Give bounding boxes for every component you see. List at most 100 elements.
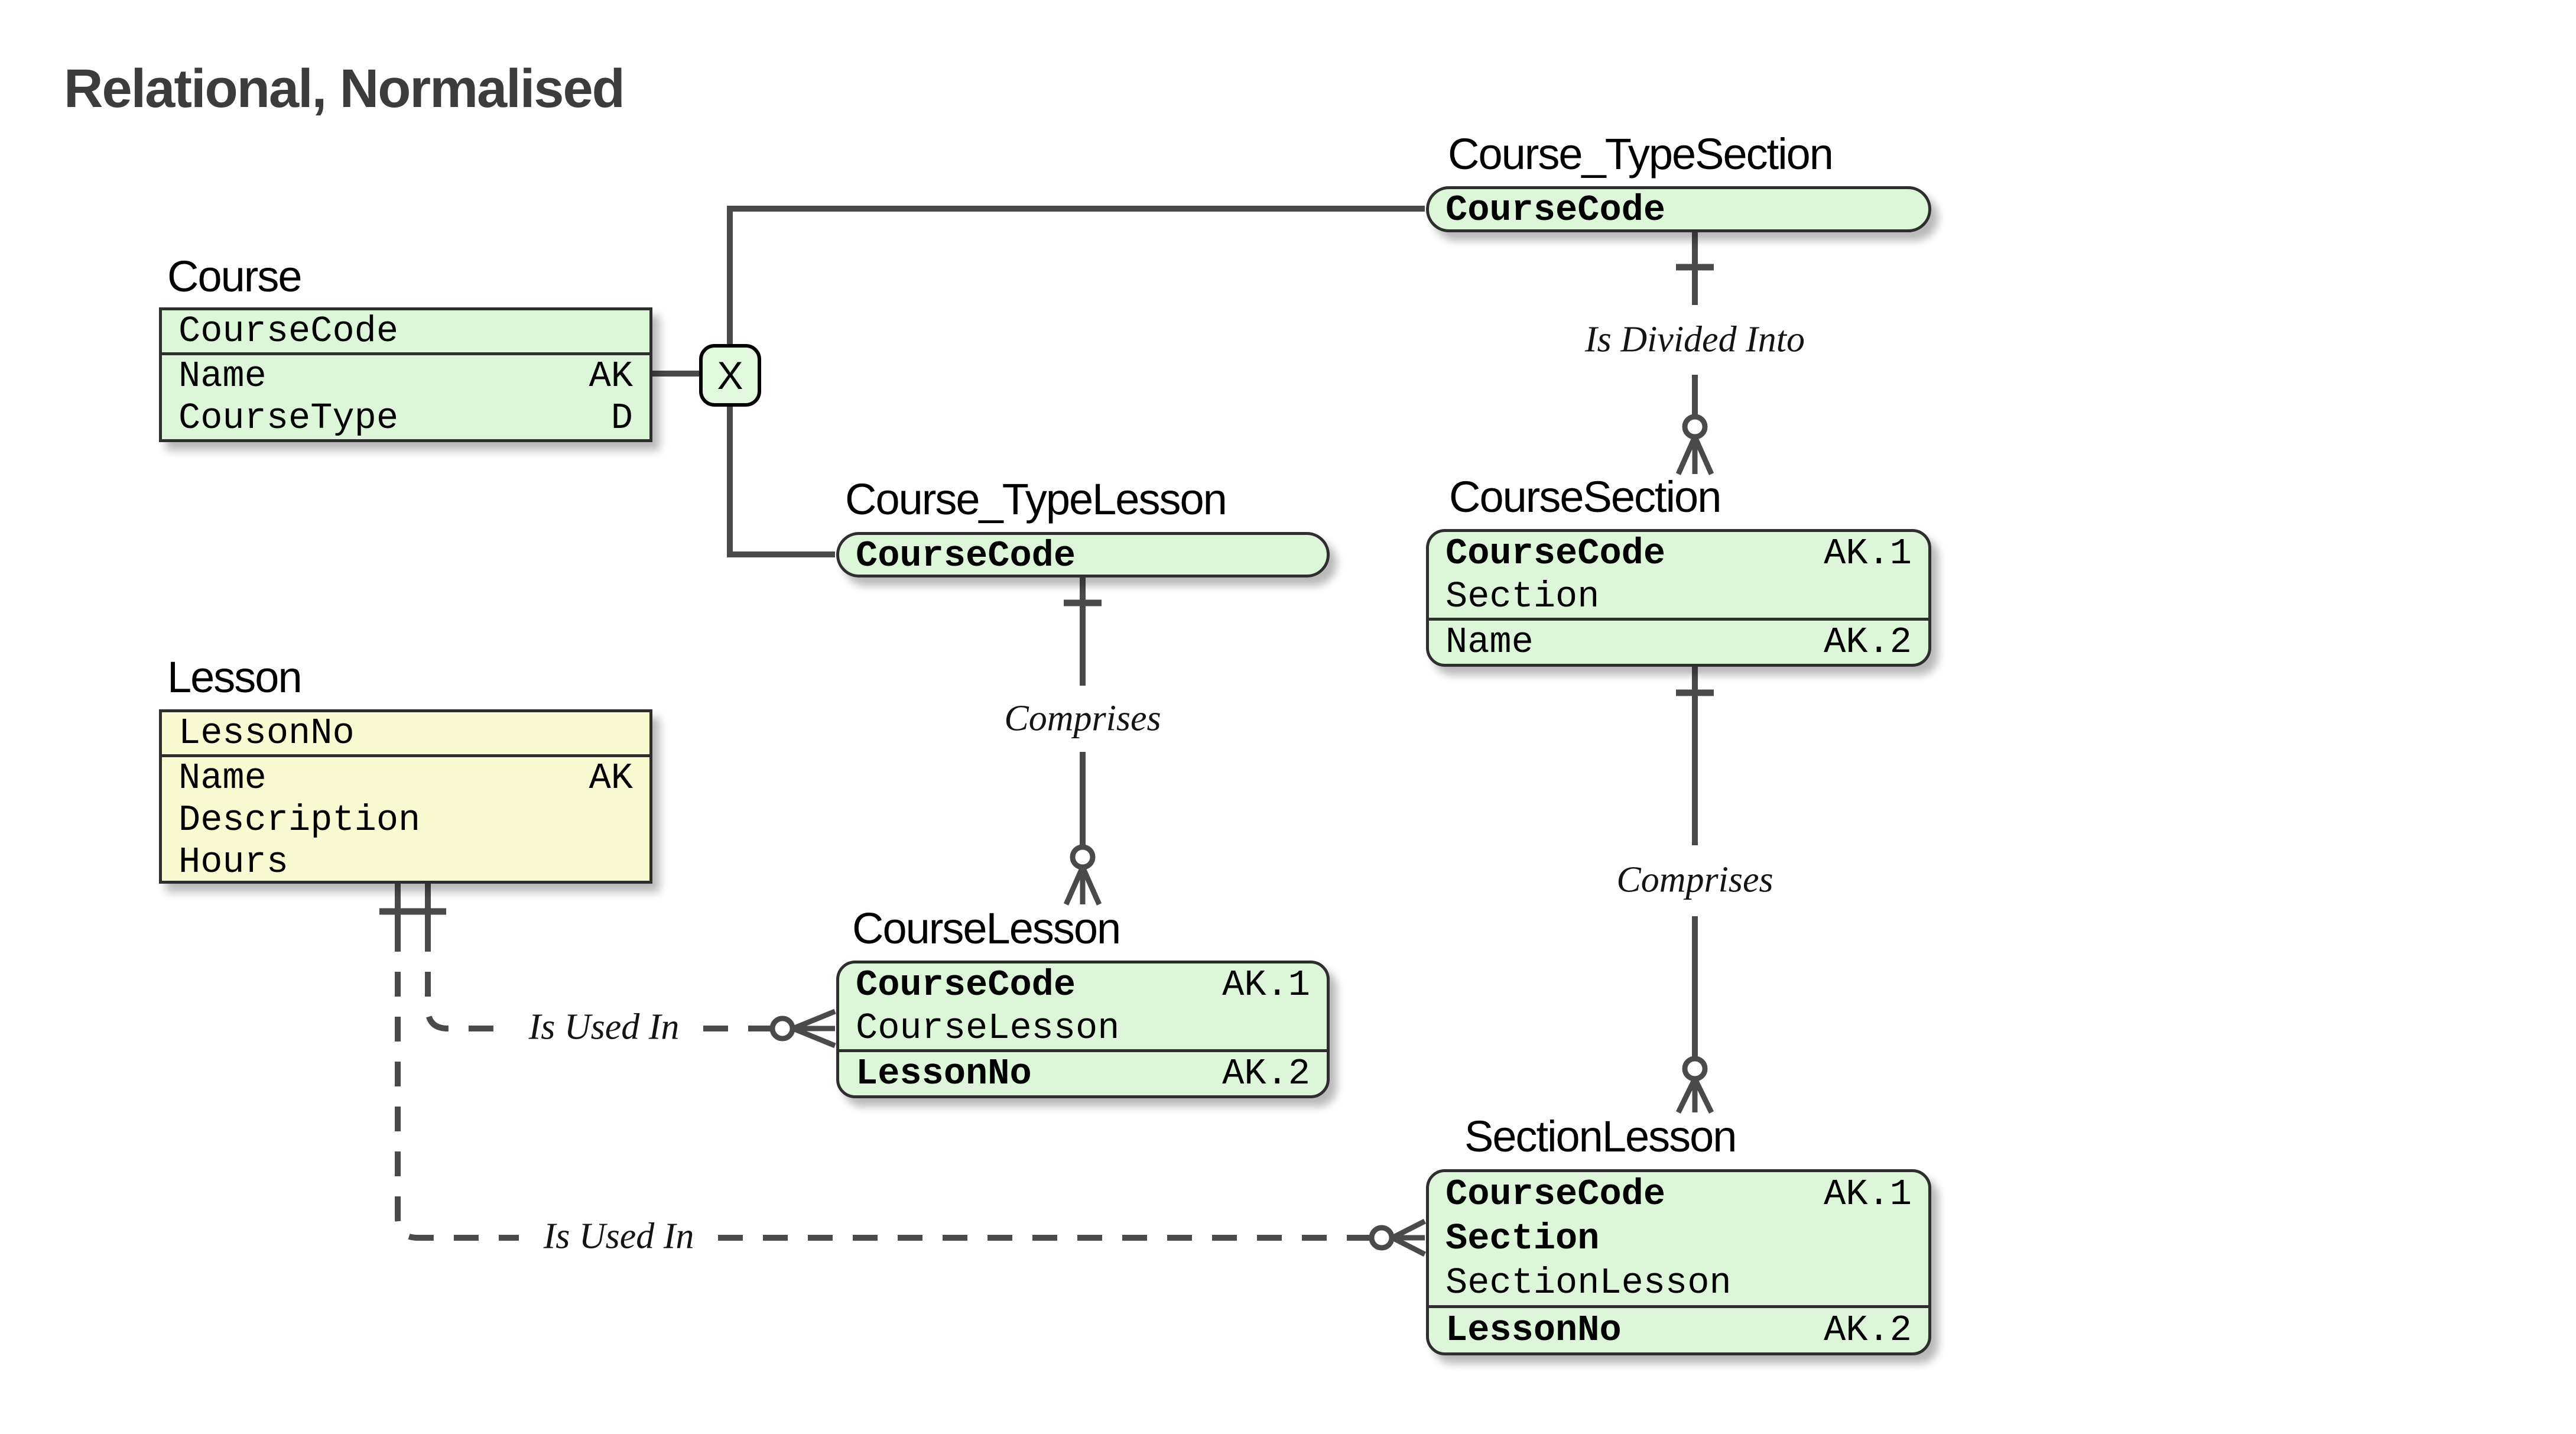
pk-compartment: CourseCode xyxy=(1429,189,1928,231)
pk-compartment: CourseCode AK.1 CourseLesson xyxy=(839,963,1327,1049)
cardinality-zero-circle xyxy=(1682,414,1708,440)
relationship-is-used-in-upper xyxy=(425,927,770,1031)
entity-sectionlesson[interactable]: CourseCode AK.1 Section SectionLesson Le… xyxy=(1426,1169,1931,1355)
relationship-is-used-in-lower xyxy=(395,927,1369,1241)
entity-title-sectionlesson: SectionLesson xyxy=(1464,1112,1737,1161)
entity-course-typelesson[interactable]: CourseCode xyxy=(836,532,1330,578)
attribute-name: CourseCode xyxy=(856,963,1076,1006)
attribute-name: Name xyxy=(178,355,267,397)
attribute-row: LessonNo xyxy=(162,712,649,754)
attribute-name: SectionLesson xyxy=(1445,1262,1732,1304)
attribute-name: Hours xyxy=(178,841,289,883)
attribute-row: CourseCode xyxy=(839,535,1327,577)
relationship-line xyxy=(395,884,431,927)
pk-compartment: CourseCode xyxy=(839,535,1327,577)
connector-x-to-course-typelesson xyxy=(727,407,835,557)
attribute-tag: AK xyxy=(589,355,633,397)
attribute-row: Hours xyxy=(162,841,649,883)
attribute-row: CourseCode AK.1 xyxy=(839,963,1327,1007)
relationship-line-dashed xyxy=(395,927,519,1241)
attribute-row: CourseCode AK.1 xyxy=(1429,532,1928,575)
attribute-tag: AK.2 xyxy=(1222,1053,1310,1095)
attribute-name: CourseCode xyxy=(178,310,399,352)
crow-foot-many xyxy=(792,1008,836,1049)
attribute-tag: AK.1 xyxy=(1824,1173,1912,1215)
relationship-comprises-right xyxy=(1675,667,1714,1114)
attribute-row: LessonNo AK.2 xyxy=(1429,1308,1928,1352)
relationship-label-is-used-in-upper: Is Used In xyxy=(518,1005,690,1050)
attribute-row: LessonNo AK.2 xyxy=(839,1052,1327,1095)
attribute-row: Section xyxy=(1429,575,1928,618)
attribute-row: Section xyxy=(1429,1216,1928,1261)
attribute-name: CourseCode xyxy=(856,535,1076,577)
relationship-label-is-used-in-lower: Is Used In xyxy=(532,1214,705,1259)
entity-lesson[interactable]: LessonNo Name AK Description Hours xyxy=(159,709,652,884)
attribute-tag: AK.2 xyxy=(1824,621,1912,664)
pk-compartment: CourseCode AK.1 Section SectionLesson xyxy=(1429,1172,1928,1305)
relationship-label-comprises-left: Comprises xyxy=(993,696,1172,741)
attribute-name: CourseCode xyxy=(1445,532,1666,575)
cardinality-zero-circle xyxy=(1369,1225,1395,1251)
attribute-name: Section xyxy=(1445,1218,1600,1260)
attribute-row: Name AK.2 xyxy=(1429,621,1928,664)
attribute-row: Name AK xyxy=(162,355,649,397)
attribute-name: CourseType xyxy=(178,397,399,439)
cardinality-zero-circle xyxy=(769,1016,795,1042)
attribute-name: Section xyxy=(1445,575,1600,618)
entity-title-coursesection: CourseSection xyxy=(1449,472,1721,521)
attribute-name: CourseCode xyxy=(1445,1173,1666,1215)
relationship-is-used-in-lower-end xyxy=(1369,1218,1427,1257)
attr-compartment: LessonNo AK.2 xyxy=(1429,1305,1928,1352)
pk-compartment: CourseCode xyxy=(162,310,649,352)
attribute-row: CourseType D xyxy=(162,397,649,439)
crow-foot-many xyxy=(1391,1218,1427,1257)
attribute-row: CourseCode xyxy=(162,310,649,352)
attr-compartment: Name AK Description Hours xyxy=(162,754,649,883)
attribute-row: SectionLesson xyxy=(1429,1261,1928,1305)
entity-coursesection[interactable]: CourseCode AK.1 Section Name AK.2 xyxy=(1426,529,1931,667)
crow-foot-many xyxy=(1675,436,1714,475)
attr-compartment: Name AK.2 xyxy=(1429,618,1928,664)
attribute-row: CourseCode xyxy=(1429,189,1928,231)
attribute-tag: AK.2 xyxy=(1824,1309,1912,1351)
entity-title-course: Course xyxy=(167,252,303,301)
relationship-label-comprises-right: Comprises xyxy=(1606,858,1784,903)
attribute-row: CourseLesson xyxy=(839,1007,1327,1050)
attribute-row: Description xyxy=(162,799,649,841)
attribute-name: LessonNo xyxy=(1445,1309,1622,1351)
entity-course[interactable]: CourseCode Name AK CourseType D xyxy=(159,307,652,442)
attribute-row: Name AK xyxy=(162,757,649,799)
attr-compartment: LessonNo AK.2 xyxy=(839,1049,1327,1095)
pk-compartment: CourseCode AK.1 Section xyxy=(1429,532,1928,618)
attribute-name: LessonNo xyxy=(178,712,355,754)
entity-title-courselesson: CourseLesson xyxy=(852,904,1121,953)
entity-title-course-typesection: Course_TypeSection xyxy=(1448,129,1834,179)
attribute-tag: AK.1 xyxy=(1222,963,1310,1006)
entity-title-lesson: Lesson xyxy=(167,653,303,702)
cardinality-zero-circle xyxy=(1682,1056,1708,1082)
attribute-name: Name xyxy=(1445,621,1534,664)
cardinality-zero-circle xyxy=(1070,844,1096,870)
relationship-is-divided-into xyxy=(1675,232,1714,475)
entity-course-typesection[interactable]: CourseCode xyxy=(1426,186,1931,232)
attribute-row: CourseCode AK.1 xyxy=(1429,1172,1928,1216)
attribute-name: Name xyxy=(178,757,267,799)
attribute-name: Description xyxy=(178,799,421,841)
attr-compartment: Name AK CourseType D xyxy=(162,352,649,439)
relationship-is-used-in-upper-end xyxy=(769,1008,836,1049)
attribute-tag: AK.1 xyxy=(1824,532,1912,575)
entity-courselesson[interactable]: CourseCode AK.1 CourseLesson LessonNo AK… xyxy=(836,961,1330,1098)
exclusive-arc-operator[interactable]: X xyxy=(699,344,761,407)
relationship-comprises-left xyxy=(1063,578,1102,906)
entity-title-course-typelesson: Course_TypeLesson xyxy=(845,475,1227,524)
page-title: Relational, Normalised xyxy=(64,59,625,119)
attribute-tag: AK xyxy=(589,757,633,799)
attribute-tag: D xyxy=(610,397,633,439)
crow-foot-many xyxy=(1675,1078,1714,1114)
relationship-label-is-divided-into: Is Divided Into xyxy=(1574,317,1815,362)
connector-x-to-course-typesection xyxy=(727,206,1425,344)
lesson-cardinality-stubs xyxy=(379,884,446,927)
attribute-name: CourseCode xyxy=(1445,189,1666,231)
